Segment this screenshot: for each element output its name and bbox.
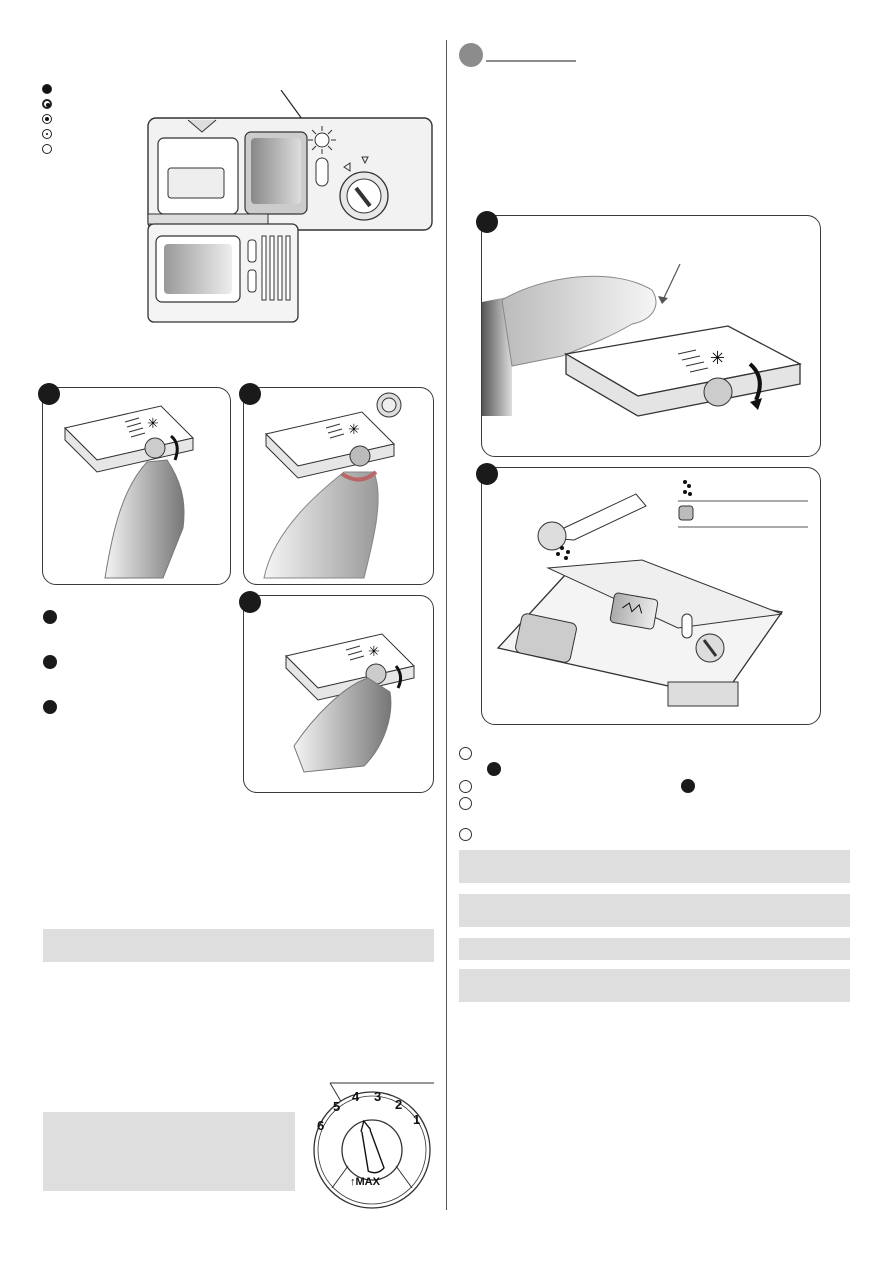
svg-text:✳: ✳	[348, 422, 360, 438]
note-badge-a	[487, 762, 501, 776]
right-gray-bar-4	[459, 969, 850, 1002]
section-title-underline	[486, 60, 576, 62]
svg-text:✳: ✳	[368, 644, 380, 660]
open-cap-illustration: ✳	[64, 405, 194, 579]
note-ring-2	[459, 780, 472, 793]
side-step-badge-2	[43, 655, 57, 669]
note-badge-b	[681, 779, 695, 793]
dial-setting-3: 3	[374, 1089, 382, 1104]
dial-setting-6: 6	[317, 1118, 325, 1133]
right-gray-bar-3	[459, 938, 850, 960]
open-dispenser-panel: ✳	[481, 215, 821, 457]
dial-setting-5: 5	[333, 1099, 341, 1114]
dial-setting-1: 1	[413, 1112, 421, 1127]
detergent-dispenser-illustration	[496, 480, 808, 707]
note-ring-1	[459, 747, 472, 760]
right-gray-bar-2	[459, 894, 850, 927]
section-badge	[459, 43, 483, 67]
note-ring-3	[459, 797, 472, 810]
fill-bottle-illustration: ✳	[263, 392, 402, 579]
panel-badge-2	[476, 463, 498, 485]
dial-setting-4: 4	[352, 1089, 360, 1104]
svg-text:✳: ✳	[710, 348, 725, 369]
step-badge-2	[239, 383, 261, 405]
step-badge-3	[239, 591, 261, 613]
rinse-aid-dial	[313, 1082, 434, 1209]
step-badge-1	[38, 383, 60, 405]
press-lid-illustration: ✳	[482, 263, 802, 417]
level-medium-icon	[42, 114, 52, 124]
close-cap-illustration: ✳	[285, 633, 415, 773]
level-legend	[42, 84, 62, 160]
svg-text:✳: ✳	[147, 416, 159, 432]
panel-badge-1	[476, 211, 498, 233]
step-panel-3: ✳	[243, 595, 434, 793]
level-high-icon	[42, 99, 52, 109]
right-gray-bar-1	[459, 850, 850, 883]
left-gray-note	[43, 929, 434, 962]
side-step-badge-3	[43, 700, 57, 714]
dial-setting-2: 2	[395, 1097, 403, 1112]
note-ring-4	[459, 828, 472, 841]
detergent-panel	[481, 467, 821, 725]
side-step-badge-1	[43, 610, 57, 624]
step-panel-2: ✳	[243, 387, 434, 585]
step-panel-1: ✳	[42, 387, 231, 585]
level-empty-icon	[42, 144, 52, 154]
left-gray-box	[43, 1112, 295, 1191]
column-divider	[446, 40, 447, 1210]
dial-max-label: ↑MAX	[350, 1176, 380, 1188]
dispenser-diagram	[147, 90, 433, 323]
level-full-icon	[42, 84, 52, 94]
level-low-icon	[42, 129, 52, 139]
